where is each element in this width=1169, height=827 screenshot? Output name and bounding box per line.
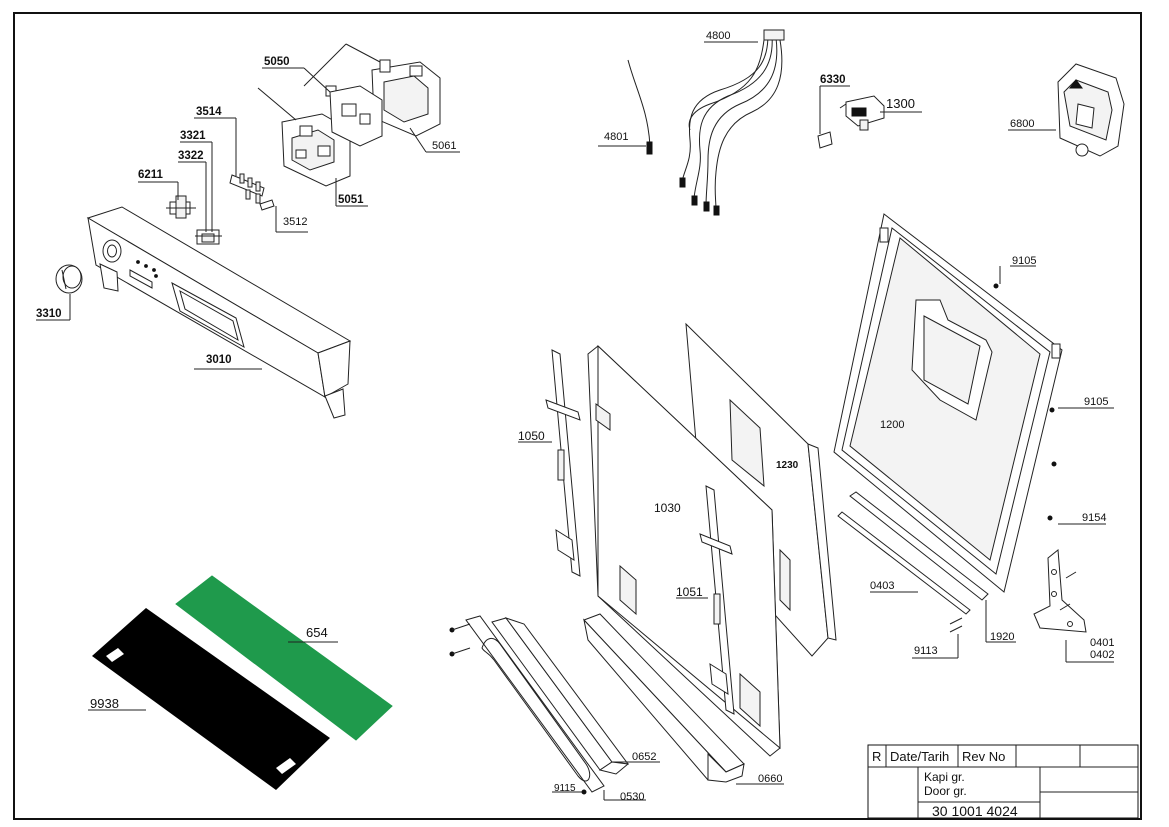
label-0401: 0401 [1090,637,1114,649]
button-3512 [259,199,275,211]
clip-6330 [817,131,833,149]
seal-strip-1920 [849,491,989,601]
control-panel-3010 [86,206,352,419]
kick-block-0660 [583,613,745,783]
pcb-housing-5061 [325,59,441,137]
label-5050: 5050 [264,56,290,68]
green-sheet-654 [175,575,393,741]
switch-3321-3322 [195,229,222,245]
knob-3310 [55,264,83,294]
label-3010: 3010 [206,354,232,366]
label-3310: 3310 [36,308,62,320]
label-1920: 1920 [990,631,1014,643]
title-block-title-en: Door gr. [924,784,967,798]
pcb-mid-5050 [329,85,383,147]
label-0403: 0403 [870,580,894,592]
title-block-title-tr: Kapi gr. [924,770,965,784]
title-block-date-header: Date/Tarih [890,749,949,764]
title-block: R Date/Tarih Rev No Kapi gr. Door gr. 30… [867,744,1139,819]
label-0402: 0402 [1090,649,1114,661]
label-9938: 9938 [90,696,119,711]
black-sheet-9938 [92,608,330,790]
label-654: 654 [306,625,328,640]
label-1230: 1230 [776,460,799,471]
label-6800: 6800 [1010,118,1034,130]
sensor-1300 [839,95,885,131]
label-9105-right: 9105 [1084,396,1108,408]
label-3512: 3512 [283,216,307,228]
sheet-border [13,12,1142,820]
side-rail-1050 [545,349,581,577]
label-4800: 4800 [706,30,730,42]
dispenser-6800 [1057,63,1125,157]
hinge-0401-0402 [1033,549,1087,633]
insulation-panel-1230 [685,322,837,657]
label-5051: 5051 [338,194,364,206]
cable-4801 [627,59,653,155]
label-9105-top: 9105 [1012,255,1036,267]
title-block-rev-header: R [872,749,881,764]
label-6211: 6211 [138,169,164,181]
label-1030: 1030 [654,501,681,515]
label-3321: 3321 [180,130,206,142]
inner-door-1200 [833,213,1063,593]
title-block-drawing-number: 30 1001 4024 [932,803,1018,819]
buttons-3514 [229,173,265,204]
label-9115: 9115 [554,783,576,794]
label-0530: 0530 [620,791,644,803]
label-0660: 0660 [758,773,782,785]
label-5061: 5061 [432,140,456,152]
label-0652: 0652 [632,751,656,763]
label-3514: 3514 [196,106,222,118]
label-6330: 6330 [820,74,846,86]
outer-door-1030 [587,344,791,757]
label-1200: 1200 [880,419,904,431]
side-rail-1051 [699,485,735,715]
label-9154: 9154 [1082,512,1106,524]
switch-6211 [166,195,196,219]
bottom-frame-0530 [449,615,605,793]
label-1051: 1051 [676,585,703,599]
wiring-harness-4800 [679,29,785,216]
label-9113: 9113 [914,645,938,657]
label-4801: 4801 [604,131,628,143]
label-3322: 3322 [178,150,204,162]
handle-strip-0652 [491,617,630,775]
label-1050: 1050 [518,429,545,443]
title-block-revno-header: Rev No [962,749,1005,764]
label-1300: 1300 [886,96,915,111]
seal-strip-0403 [837,511,971,615]
